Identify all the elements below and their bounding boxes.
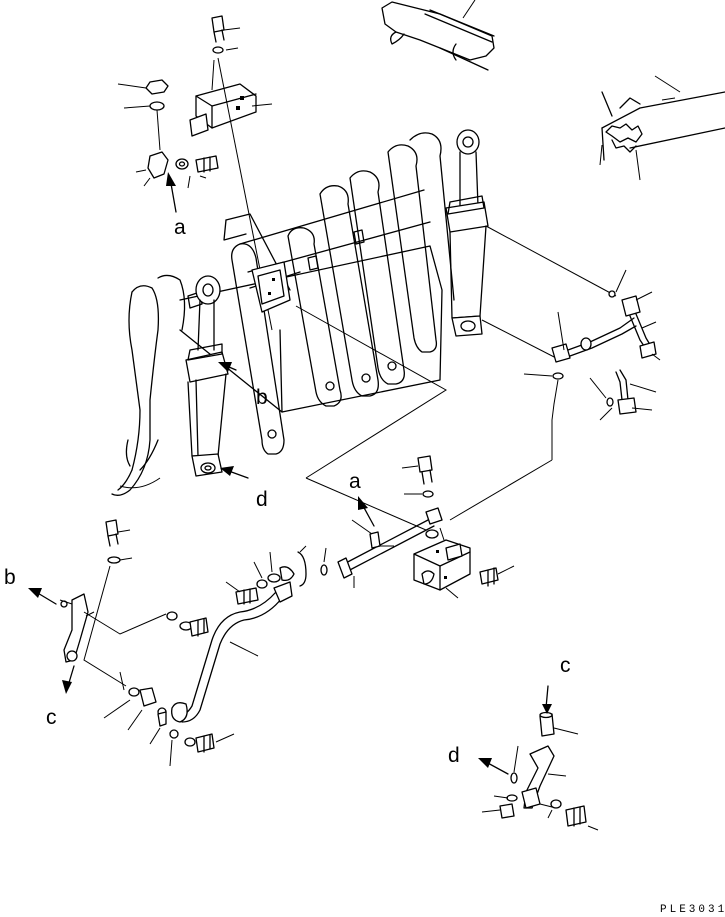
callout-a-upper: a [174,216,186,239]
callout-d-lower: d [448,744,460,767]
main-frame-assembly [111,132,455,525]
callout-c-right: c [560,654,571,677]
lower-left-bracket-assembly [28,519,235,767]
cylinder-detail-top-right [381,0,495,71]
callout-a-lower: a [349,470,361,493]
right-hose-group [449,269,661,521]
center-valve-assembly [337,455,515,599]
left-cylinder [185,275,249,479]
drawing-code: PLE3031 [660,904,725,916]
callout-c-left: c [46,706,57,729]
callout-b-right: b [256,386,268,409]
frame-detail-top-right [599,75,725,181]
right-cylinder [445,129,617,361]
callout-d-upper: d [256,488,268,511]
callout-b-left: b [4,566,16,589]
lower-right-bracket-assembly [478,685,599,831]
curved-pipe [171,545,328,723]
upper-bracket-assembly [117,15,273,331]
